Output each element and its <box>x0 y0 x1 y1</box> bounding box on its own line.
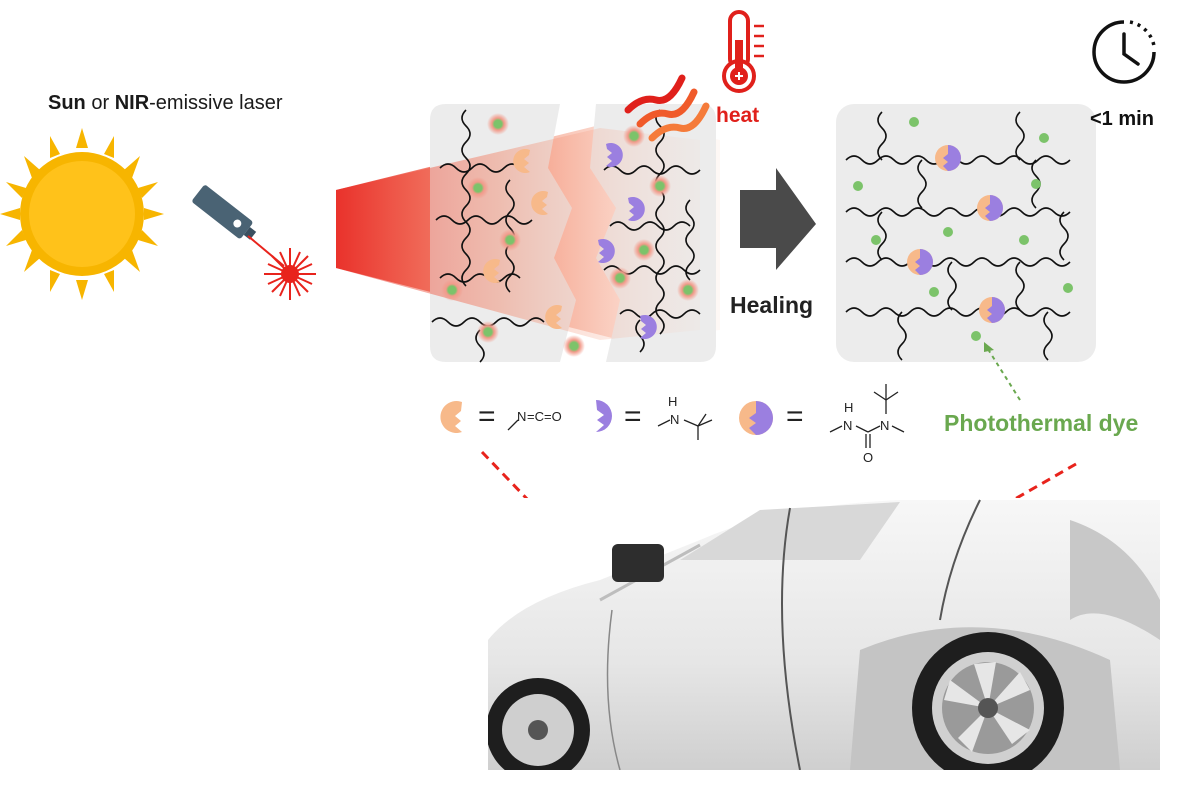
equals-sign-3: = <box>786 400 804 433</box>
equals-sign-2: = <box>624 400 642 433</box>
light-source-label: Sun or NIR-emissive laser <box>48 92 283 114</box>
healing-label: Healing <box>730 292 814 318</box>
urea-n2-atom: N <box>880 418 889 433</box>
clock-icon <box>1092 20 1156 84</box>
process-arrow <box>740 168 816 270</box>
urea-h-atom: H <box>844 400 853 415</box>
damaged-polymer-panel <box>336 104 716 363</box>
time-label: <1 min <box>1090 108 1154 130</box>
laser-pointer-icon <box>192 185 316 300</box>
amine-n-atom: N <box>670 412 679 427</box>
iso-n-atom: N <box>517 409 526 424</box>
dye-pointer <box>985 345 1021 401</box>
iso-rest: =C=O <box>527 409 562 424</box>
thermometer-icon <box>722 10 764 93</box>
photothermal-dye-label: Photothermal dye <box>944 410 1139 436</box>
legend-amine-symbol <box>596 400 612 432</box>
heat-waves-icon <box>624 74 710 142</box>
urea-o-atom: O <box>863 450 873 465</box>
sun-icon <box>0 128 164 300</box>
legend-urea-symbol <box>739 401 773 435</box>
heat-label: heat <box>716 104 760 127</box>
legend-isocyanate-symbol <box>440 401 462 433</box>
car-illustration <box>488 498 1160 770</box>
equals-sign-1: = <box>478 400 496 433</box>
urea-n1-atom: N <box>843 418 852 433</box>
healed-polymer-panel <box>836 104 1096 362</box>
amine-h-atom: H <box>668 394 677 409</box>
